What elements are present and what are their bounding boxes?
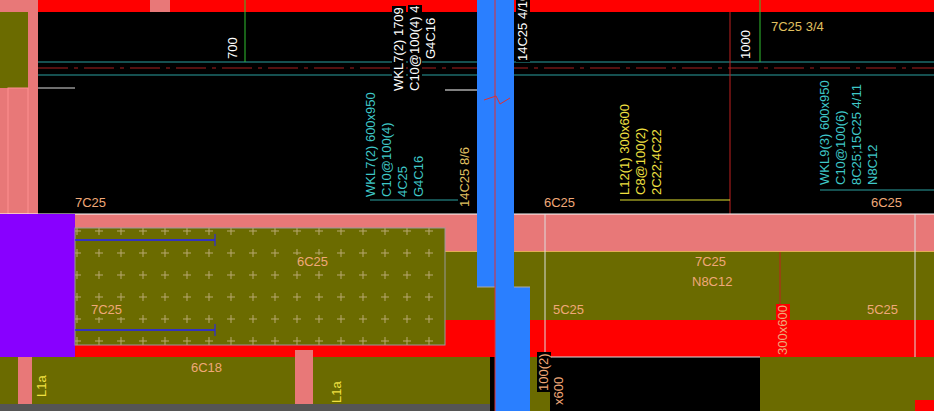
rebar-count: 6C25 xyxy=(543,196,576,210)
rebar-count: 6C18 xyxy=(190,361,223,375)
rebar-annotation: WKL9(3) 600x950 xyxy=(818,79,832,186)
rebar-annotation: 8C25;15C25 4/11 xyxy=(850,83,864,186)
rebar-count: 7C25 xyxy=(90,303,123,317)
rebar-annotation: L1a xyxy=(35,374,49,398)
rebar-annotation: L1a xyxy=(330,380,344,404)
rebar-annotation: WKL7(2) 600x950 xyxy=(364,91,378,198)
rebar-annotation: 2C22;4C22 xyxy=(650,128,664,196)
rebar-annotation: x600 xyxy=(552,376,566,406)
rebar-count: 5C25 xyxy=(552,303,585,317)
rebar-annotation: C10@100(6) xyxy=(834,109,848,186)
rebar-annotation: C10@100(4) xyxy=(380,121,394,198)
rebar-annotation: 4C25 xyxy=(396,165,410,198)
rebar-count: 7C25 3/4 xyxy=(770,20,825,34)
rebar-count: N8C12 xyxy=(691,275,733,289)
rebar-annotation: G4C16 xyxy=(424,17,438,60)
rebar-annotation: C8@100(2) xyxy=(634,127,648,196)
rebar-annotation: WKL7(2) 1709 xyxy=(392,6,406,92)
rebar-annotation: 700 xyxy=(226,36,240,60)
rebar-count: 5C25 xyxy=(866,303,899,317)
rebar-annotation: 14C25 8/6 xyxy=(458,146,472,208)
rebar-count: 7C25 xyxy=(694,255,727,269)
rebar-annotation: C10@100(4) 4 xyxy=(408,5,422,92)
rebar-count: 6C25 xyxy=(296,255,329,269)
rebar-annotation: 1000 xyxy=(739,29,753,60)
rebar-count: 6C25 xyxy=(870,196,903,210)
rebar-annotation: N8C12 xyxy=(866,144,880,186)
rebar-annotation: G4C16 xyxy=(412,155,426,198)
rebar-annotation: 300x600 xyxy=(776,304,790,356)
rebar-annotation: 100(2) xyxy=(537,352,551,392)
rebar-annotation: 14C25 4/10 xyxy=(516,0,530,62)
rebar-count: 7C25 xyxy=(74,196,107,210)
rebar-annotation: L12(1) 300x600 xyxy=(618,103,632,196)
